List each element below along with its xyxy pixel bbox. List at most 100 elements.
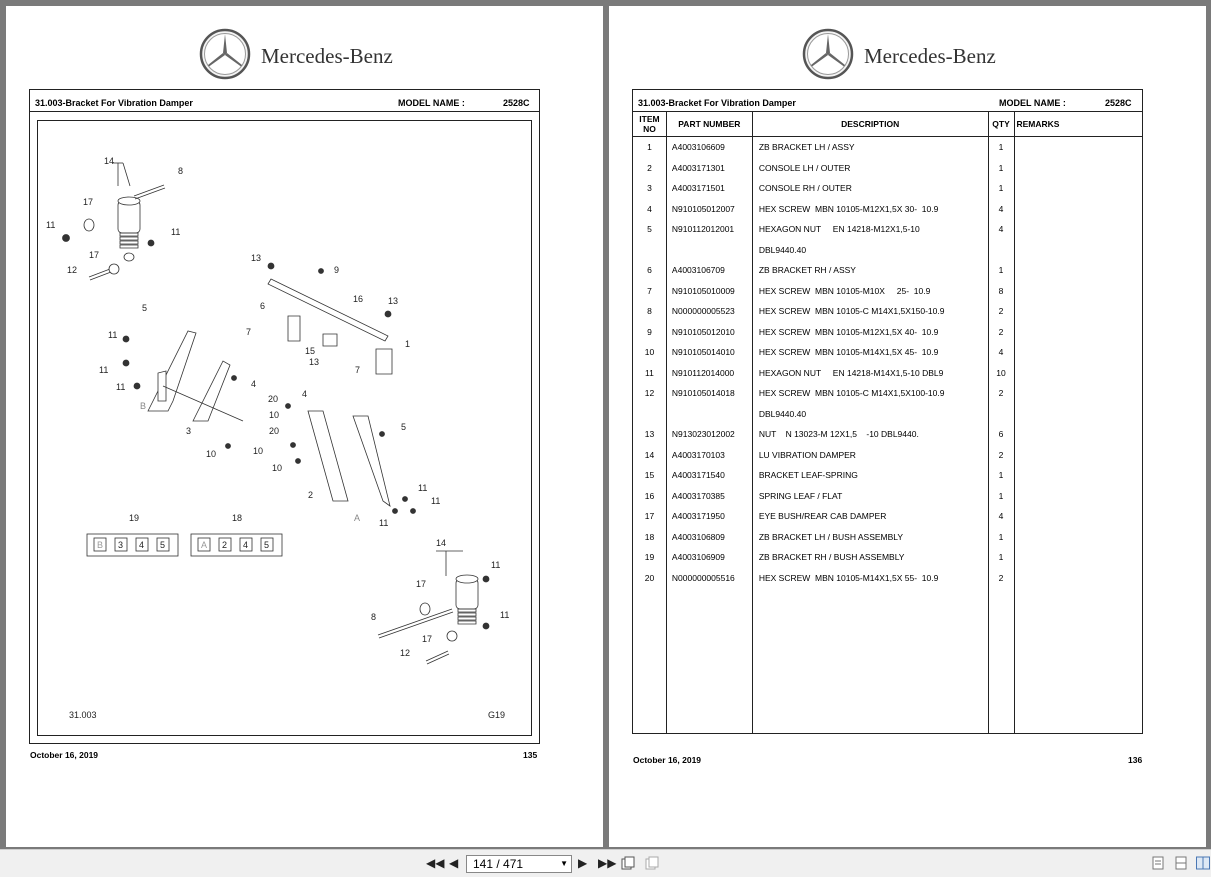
fit-width-icon[interactable] bbox=[645, 856, 659, 873]
brand-name: Mercedes-Benz bbox=[864, 44, 996, 68]
two-page-view-icon[interactable] bbox=[1196, 856, 1210, 873]
remarks-cell bbox=[1013, 178, 1143, 199]
remarks-cell bbox=[1013, 219, 1143, 240]
kit18-callout: 18 bbox=[232, 513, 242, 523]
kit-item-box bbox=[197, 537, 211, 552]
kit-item-label: 5 bbox=[264, 540, 269, 550]
qty-cell: 1 bbox=[987, 178, 1015, 199]
part-number-cell: N000000005516 bbox=[665, 567, 753, 588]
item-no-cell: 4 bbox=[632, 198, 667, 219]
last-page-icon[interactable]: ▶▶ bbox=[598, 856, 617, 870]
brand-header: Mercedes-Benz bbox=[6, 28, 603, 80]
item-no-cell: 7 bbox=[632, 280, 667, 301]
qty-cell: 1 bbox=[987, 485, 1015, 506]
svg-text:3: 3 bbox=[186, 426, 191, 436]
console-left bbox=[122, 330, 244, 422]
chevron-down-icon[interactable]: ▼ bbox=[560, 859, 568, 868]
footer-page-number: 135 bbox=[523, 750, 538, 760]
item-no-cell bbox=[632, 403, 667, 424]
remarks-cell bbox=[1013, 362, 1143, 383]
description-cell: HEX SCREW MBN 10105-M12X1,5X 40- 10.9 bbox=[751, 321, 989, 342]
empty-cell bbox=[1013, 588, 1143, 734]
part-number-cell bbox=[665, 239, 753, 260]
empty-cell bbox=[987, 588, 1015, 734]
remarks-cell bbox=[1013, 136, 1143, 158]
mercedes-star-logo bbox=[802, 28, 854, 80]
svg-text:14: 14 bbox=[436, 538, 446, 548]
empty-cell bbox=[665, 588, 753, 734]
svg-text:1: 1 bbox=[405, 339, 410, 349]
kit-item-label: 2 bbox=[222, 540, 227, 550]
remarks-cell bbox=[1013, 321, 1143, 342]
qty-cell: 8 bbox=[987, 280, 1015, 301]
remarks-cell bbox=[1013, 342, 1143, 363]
remarks-cell bbox=[1013, 547, 1143, 568]
item-no-cell: 16 bbox=[632, 485, 667, 506]
footer-date: October 16, 2019 bbox=[30, 750, 99, 760]
qty-cell: 4 bbox=[987, 198, 1015, 219]
footer-page-number: 136 bbox=[1128, 755, 1143, 765]
svg-text:14: 14 bbox=[104, 156, 114, 166]
mercedes-star-logo bbox=[199, 28, 251, 80]
part-number-cell: N910105012007 bbox=[665, 198, 753, 219]
qty-cell: 4 bbox=[987, 219, 1015, 240]
parts-table: ITEM NO PART NUMBER DESCRIPTION QTY REMA… bbox=[632, 111, 1143, 734]
description-cell: LU VIBRATION DAMPER bbox=[751, 444, 989, 465]
first-page-icon[interactable]: ◀◀ bbox=[426, 856, 445, 870]
kit19-callout: 19 bbox=[129, 513, 139, 523]
next-page-icon[interactable]: ▶ bbox=[578, 856, 588, 870]
qty-cell: 1 bbox=[987, 136, 1015, 158]
viewer-toolbar: ◀◀ ◀ 141 / 471 ▼ ▶ ▶▶ bbox=[0, 849, 1211, 877]
page-number-field[interactable]: 141 / 471 ▼ bbox=[466, 855, 572, 873]
svg-text:A: A bbox=[354, 513, 360, 523]
qty-cell: 10 bbox=[987, 362, 1015, 383]
col-remarks: REMARKS bbox=[1013, 111, 1143, 137]
description-cell: HEX SCREW MBN 10105-M14X1,5X 45- 10.9 bbox=[751, 342, 989, 363]
item-no-cell: 1 bbox=[632, 136, 667, 158]
qty-cell: 1 bbox=[987, 260, 1015, 281]
kit-item-box bbox=[239, 537, 253, 552]
remarks-cell bbox=[1013, 157, 1143, 178]
qty-cell: 4 bbox=[987, 342, 1015, 363]
remarks-cell bbox=[1013, 383, 1143, 404]
prev-page-icon[interactable]: ◀ bbox=[449, 856, 459, 870]
svg-text:11: 11 bbox=[431, 496, 440, 506]
description-cell: NUT N 13023-M 12X1,5 -10 DBL9440. bbox=[751, 424, 989, 445]
console-right bbox=[225, 403, 416, 514]
svg-text:10: 10 bbox=[269, 410, 279, 420]
item-no-cell: 20 bbox=[632, 567, 667, 588]
fit-page-icon[interactable] bbox=[621, 856, 635, 873]
model-name-label: MODEL NAME : bbox=[398, 98, 465, 108]
description-cell: HEX SCREW MBN 10105-M10X 25- 10.9 bbox=[751, 280, 989, 301]
qty-cell: 2 bbox=[987, 301, 1015, 322]
part-number-cell: A4003170385 bbox=[665, 485, 753, 506]
part-number-cell: A4003171501 bbox=[665, 178, 753, 199]
page-indicator: 141 / 471 bbox=[473, 857, 524, 871]
svg-text:11: 11 bbox=[108, 330, 117, 340]
remarks-cell bbox=[1013, 403, 1143, 424]
continuous-view-icon[interactable] bbox=[1175, 856, 1188, 873]
qty-cell: 2 bbox=[987, 567, 1015, 588]
single-page-view-icon[interactable] bbox=[1152, 856, 1165, 873]
part-number-cell: A4003170103 bbox=[665, 444, 753, 465]
kit-item-label: B bbox=[97, 540, 103, 550]
svg-text:13: 13 bbox=[309, 357, 319, 367]
svg-text:17: 17 bbox=[89, 250, 99, 260]
svg-text:7: 7 bbox=[246, 327, 251, 337]
description-cell: BRACKET LEAF-SPRING bbox=[751, 465, 989, 486]
kit-item-label: 3 bbox=[118, 540, 123, 550]
qty-cell: 4 bbox=[987, 506, 1015, 527]
diagram-code: 31.003 bbox=[69, 710, 97, 720]
vibration-damper-left bbox=[62, 162, 166, 281]
col-qty: QTY bbox=[987, 111, 1015, 137]
remarks-cell bbox=[1013, 567, 1143, 588]
kit-item-label: 4 bbox=[243, 540, 248, 550]
